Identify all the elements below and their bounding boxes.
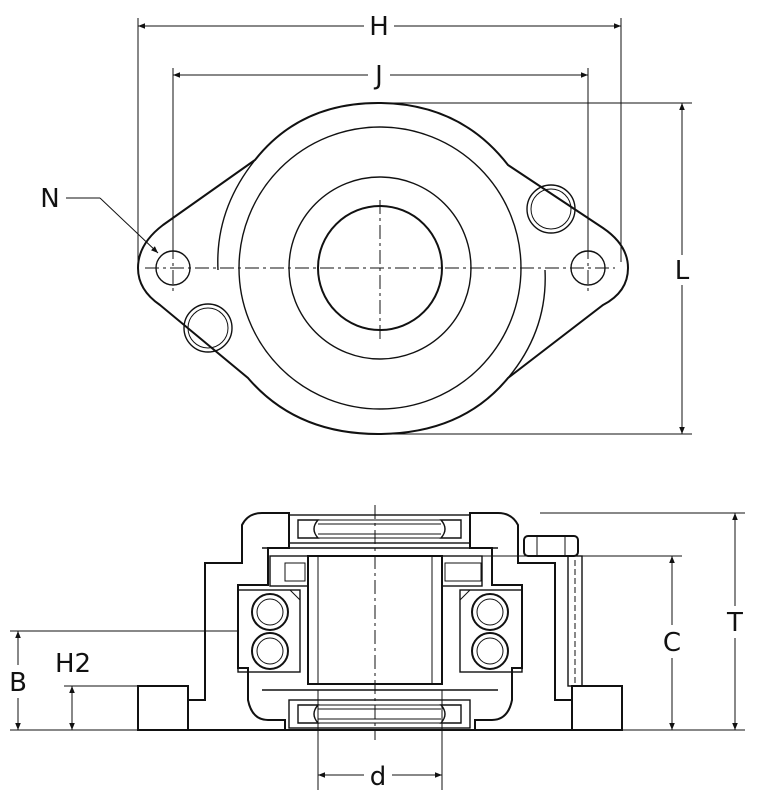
dim-label-j: J — [373, 61, 383, 91]
dim-label-h: H — [369, 12, 389, 42]
dim-label-t: T — [726, 608, 743, 638]
housing-section-left — [137, 512, 290, 731]
dim-label-d: d — [370, 762, 387, 792]
dim-label-h2: H2 — [55, 649, 91, 679]
dim-label-l: L — [675, 256, 690, 286]
dim-label-c: C — [663, 628, 681, 658]
dim-label-b: B — [9, 668, 27, 698]
top-view — [66, 18, 692, 436]
bolt-head-section — [523, 535, 583, 687]
bearing-rollers-right — [459, 589, 523, 673]
bolt-head-top-right — [526, 184, 576, 234]
dim-label-n: N — [40, 184, 59, 214]
top-seal — [288, 514, 471, 544]
bearing-rollers-left — [237, 589, 301, 673]
section-view — [10, 505, 745, 790]
bolt-head-bottom-left — [183, 303, 233, 353]
housing-section-right — [469, 512, 623, 731]
bottom-seal — [288, 699, 471, 729]
